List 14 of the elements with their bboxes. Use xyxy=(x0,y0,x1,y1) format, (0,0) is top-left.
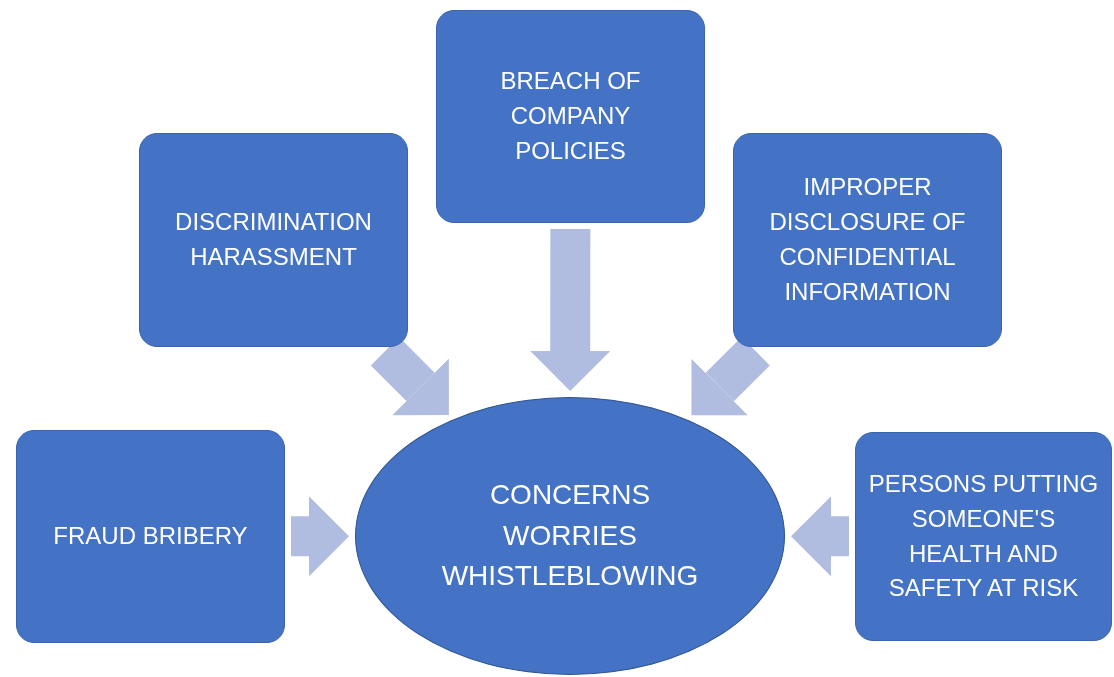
topic-box xyxy=(139,133,408,347)
node-text: DISCRIMINATION HARASSMENT xyxy=(174,207,373,272)
topic-box xyxy=(855,432,1112,641)
block-arrow xyxy=(791,496,850,577)
node-text: IMPROPER DISCLOSURE OF CONFIDENTIAL INFORMATION xyxy=(768,172,967,307)
topic-box xyxy=(436,10,705,223)
node-text: BREACH OF COMPANY POLICIES xyxy=(499,66,642,166)
topic-box xyxy=(733,133,1002,347)
block-arrow xyxy=(530,228,611,391)
node-text: CONCERNS WORRIES WHISTLEBLOWING xyxy=(440,478,700,594)
topic-box xyxy=(16,430,285,643)
node-text: FRAUD BRIBERY xyxy=(52,521,249,552)
node-text: PERSONS PUTTING SOMEONE'S HEALTH AND SAFETY AT RISK xyxy=(867,468,1100,604)
block-arrow xyxy=(291,496,349,577)
